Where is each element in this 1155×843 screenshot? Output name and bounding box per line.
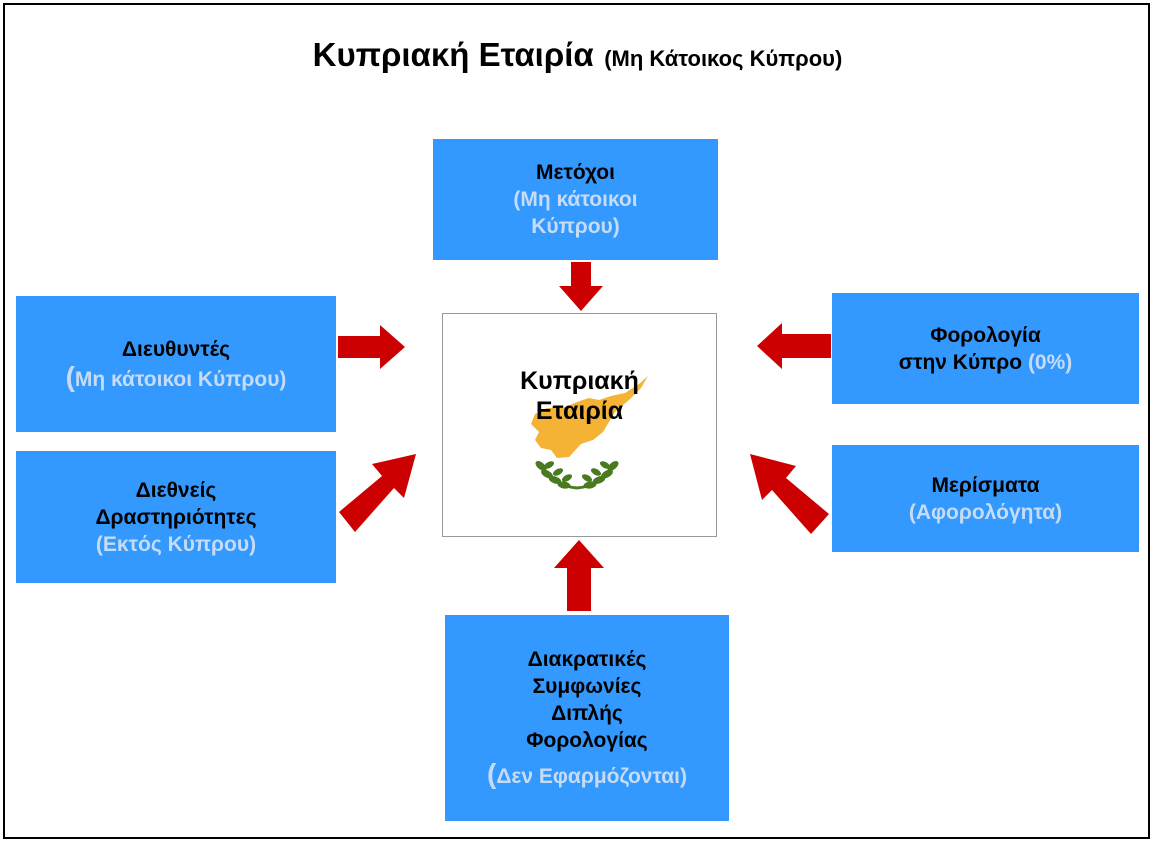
center-label-line1: Κυπριακή (520, 367, 639, 395)
cyprus-island-shape (531, 376, 648, 458)
slide-frame (3, 3, 1150, 839)
title-main: Κυπριακή Εταιρία (312, 36, 594, 73)
dividends-box: Μερίσματα (Αφορολόγητα) (832, 445, 1139, 552)
arrow-down-icon (559, 262, 603, 311)
shareholders-label: Μετόχοι (536, 161, 615, 184)
center-label: Κυπριακή Εταιρία (443, 366, 716, 426)
center-label-line2: Εταιρία (535, 397, 624, 425)
taxation-box: Φορολογία στην Κύπρο (0%) (832, 293, 1139, 404)
arrow-up-icon (554, 540, 604, 611)
treaties-note: (Δεν Εφαρμόζονται) (487, 760, 687, 790)
treaties-label-line2: Συμφωνίες (532, 675, 642, 698)
directors-box: Διευθυντές (Μη κάτοικοι Κύπρου) (16, 296, 336, 432)
dividends-note: (Αφορολόγητα) (908, 500, 1063, 524)
international-label-line1: Διεθνείς (135, 478, 217, 502)
directors-note-text: Μη κάτοικοι Κύπρου) (74, 367, 287, 391)
international-note: (Εκτός Κύπρου) (95, 532, 257, 556)
arrow-up-left-icon (750, 454, 829, 534)
center-company-box: Κυπριακή Εταιρία (442, 313, 717, 537)
title-subtitle: (Μη Κάτοικος Κύπρου) (604, 46, 843, 71)
taxation-rate: (0%) (1027, 350, 1073, 374)
cyprus-flag-icon (531, 376, 648, 490)
taxation-label-text: στην Κύπρο (898, 350, 1023, 374)
directors-note: (Μη κάτοικοι Κύπρου) (65, 360, 287, 393)
arrow-up-right-icon (339, 454, 416, 532)
shareholders-note-line1: (Μη κάτοικοι (513, 188, 638, 211)
taxation-label-line1: Φορολογία (930, 323, 1041, 347)
international-label-line2: Δραστηριότητες (95, 505, 257, 529)
treaties-note-paren: ( (486, 758, 497, 789)
directors-note-paren: ( (65, 360, 75, 392)
arrow-left-icon (757, 323, 831, 369)
international-box: Διεθνείς Δραστηριότητες (Εκτός Κύπρου) (16, 451, 336, 583)
treaties-label-line1: Διακρατικές (527, 648, 647, 671)
olive-branches-icon (535, 461, 619, 490)
treaties-box: Διακρατικές Συμφωνίες Διπλής Φορολογίας … (445, 615, 729, 821)
treaties-label-line4: Φορολογίας (526, 729, 648, 752)
dividends-label: Μερίσματα (931, 473, 1040, 497)
taxation-label-line2: στην Κύπρο (0%) (899, 349, 1073, 376)
shareholders-box: Μετόχοι (Μη κάτοικοι Κύπρου) (433, 139, 718, 260)
shareholders-note-line2: Κύπρου) (531, 215, 620, 238)
page-title: Κυπριακή Εταιρία (Μη Κάτοικος Κύπρου) (0, 36, 1155, 74)
directors-label: Διευθυντές (121, 337, 231, 361)
treaties-label-line3: Διπλής (551, 702, 623, 725)
treaties-note-text: Δεν Εφαρμόζονται) (496, 765, 688, 788)
arrow-right-icon (338, 325, 405, 369)
